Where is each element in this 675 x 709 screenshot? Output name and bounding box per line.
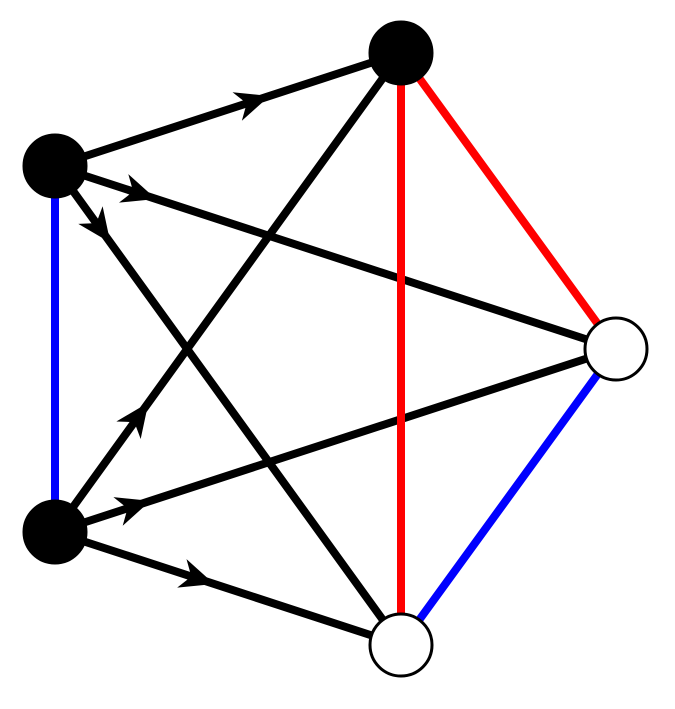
node-top [368, 20, 434, 86]
edge-lower-left-to-top [51, 49, 405, 536]
node-upper-left [22, 133, 88, 199]
edge-lower-left-to-bottom [51, 528, 405, 649]
edges-layer [51, 49, 620, 649]
arrowhead-lower-left-to-bottom [177, 559, 215, 588]
node-right [583, 316, 649, 382]
arrowhead-lower-left-to-top [116, 402, 149, 440]
edge-upper-left-to-top [51, 49, 405, 170]
edge-top-to-right [397, 49, 620, 353]
arrowhead-upper-left-to-right [119, 174, 156, 203]
arrows-layer [78, 92, 270, 588]
arrowhead-lower-left-to-right [113, 497, 151, 526]
node-lower-left [22, 499, 88, 565]
arrowhead-upper-left-to-bottom [78, 206, 111, 243]
edge-upper-left-to-bottom [51, 162, 405, 649]
arrowhead-upper-left-to-top [232, 92, 270, 121]
node-bottom [368, 612, 434, 678]
edge-right-to-bottom [397, 345, 620, 649]
nodes-layer [22, 20, 649, 678]
